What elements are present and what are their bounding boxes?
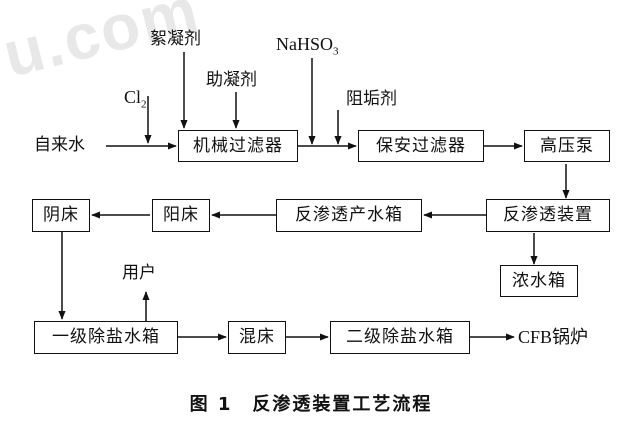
tap-water-label: 自来水 (34, 135, 85, 155)
secondary-desalted-tank-box: 二级除盐水箱 (330, 321, 470, 354)
coagulant-aid-label: 助凝剂 (206, 70, 257, 90)
flocculant-label: 絮凝剂 (150, 29, 201, 49)
ro-device-box: 反渗透装置 (486, 199, 610, 232)
nahso3-formula: NaHSO (276, 34, 333, 54)
chlorine-label: Cl2 (124, 88, 147, 111)
cfb-boiler-label: CFB锅炉 (518, 327, 589, 347)
ro-product-tank-box: 反渗透产水箱 (276, 199, 422, 232)
concentrate-tank-box: 浓水箱 (500, 265, 578, 297)
primary-desalted-tank-box: 一级除盐水箱 (34, 321, 178, 354)
figure-caption: 图 1 反渗透装置工艺流程 (189, 394, 433, 415)
anion-bed-box: 阴床 (32, 199, 90, 232)
nahso3-label: NaHSO3 (276, 35, 339, 58)
mixed-bed-box: 混床 (228, 321, 286, 354)
security-filter-box: 保安过滤器 (358, 130, 484, 162)
user-label: 用户 (122, 263, 156, 283)
mechanical-filter-box: 机械过滤器 (178, 130, 298, 162)
nahso3-subscript: 3 (333, 45, 339, 58)
chlorine-subscript: 2 (141, 98, 147, 111)
cation-bed-box: 阳床 (152, 199, 210, 232)
chlorine-symbol: Cl (124, 87, 142, 107)
scale-inhibitor-label: 阻垢剂 (346, 89, 397, 109)
high-pressure-pump-box: 高压泵 (524, 130, 610, 162)
